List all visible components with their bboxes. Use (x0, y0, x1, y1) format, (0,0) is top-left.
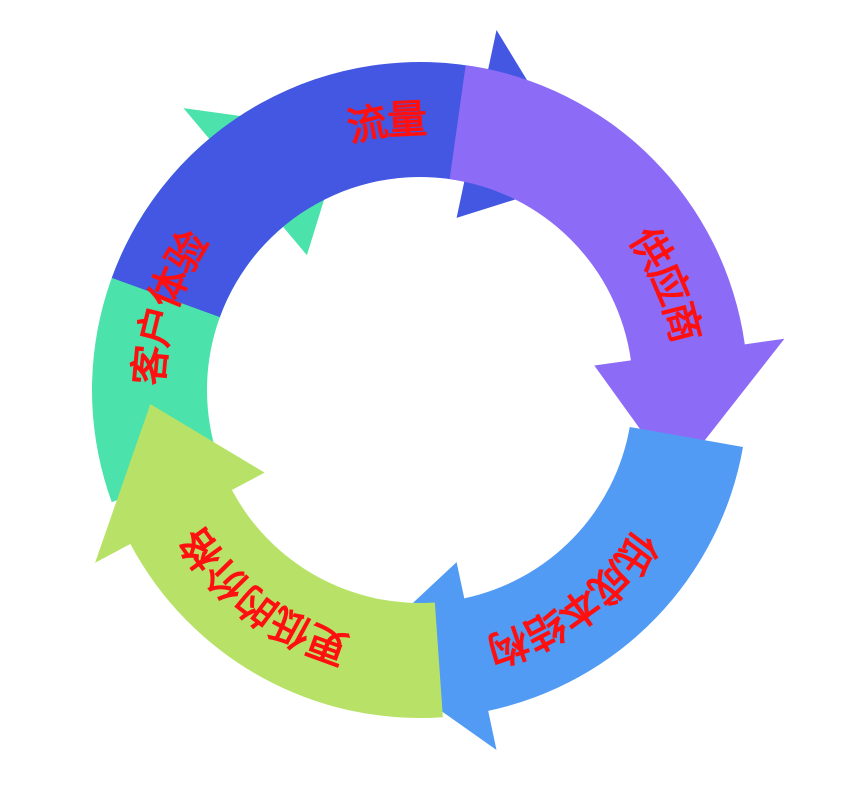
cycle-arrow-2 (449, 65, 785, 478)
cycle-arrow-3 (359, 426, 744, 750)
cycle-arrow-4 (95, 404, 443, 718)
